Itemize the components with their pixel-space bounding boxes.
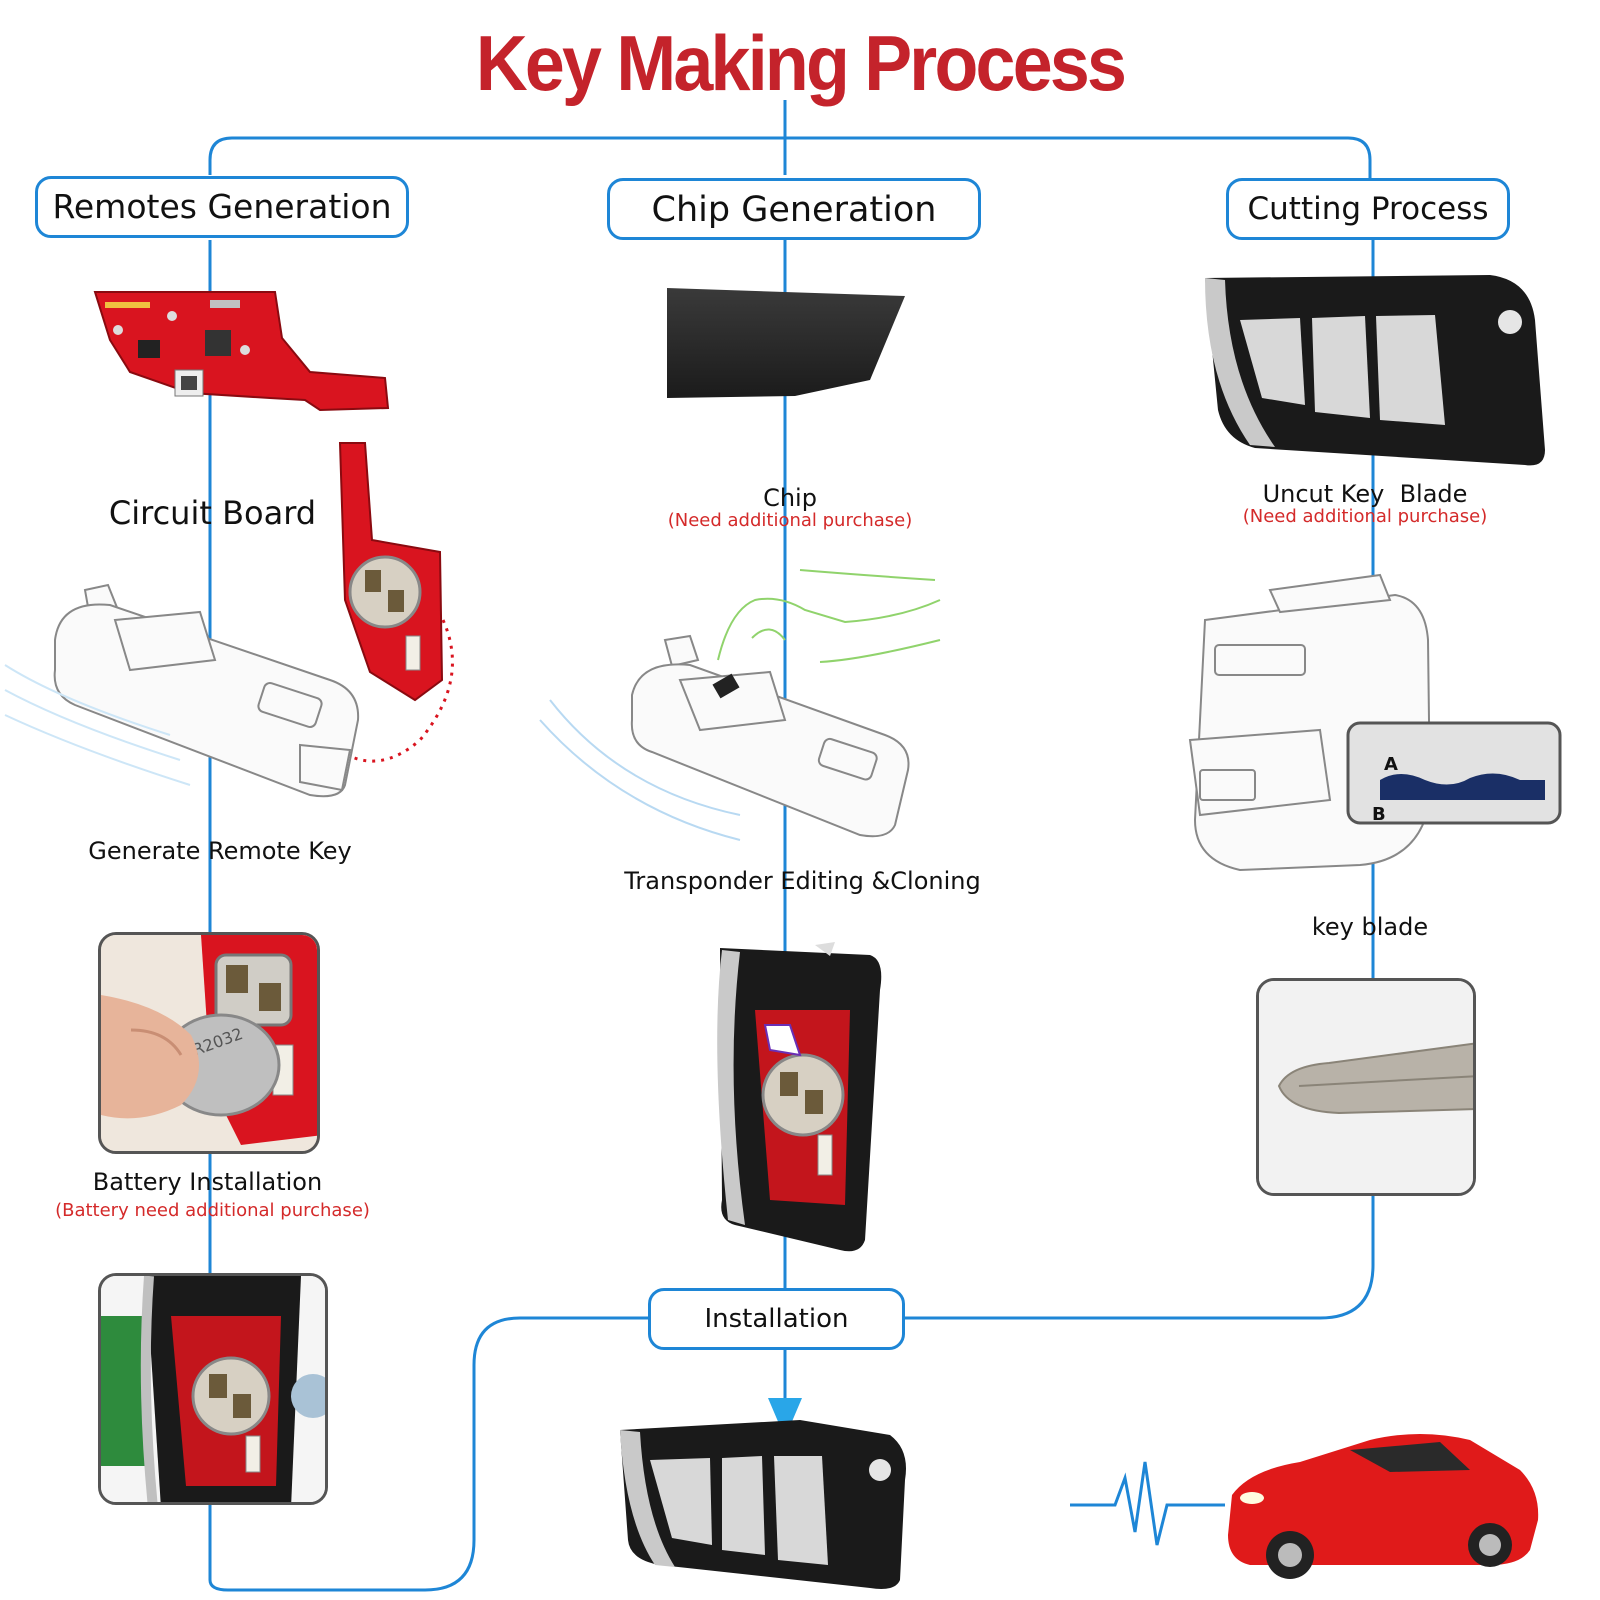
chip-purchase-note: (Need additional purchase) <box>667 510 913 531</box>
cutting-heading-text: Cutting Process <box>1247 191 1489 227</box>
battery-purchase-note: (Battery need additional purchase) <box>55 1200 370 1221</box>
transponder-label: Transponder Editing &Cloning <box>624 867 981 895</box>
page-title: Key Making Process <box>475 19 1127 107</box>
installation-label: Installation <box>704 1304 849 1334</box>
chip-heading-text: Chip Generation <box>651 190 937 230</box>
key-blade-label: key blade <box>1311 913 1429 941</box>
key-blade-icon <box>1259 981 1473 1193</box>
circuit-board-label: Circuit Board <box>108 494 317 532</box>
arrow-down-icon <box>768 1398 802 1438</box>
generate-remote-key-label: Generate Remote Key <box>88 837 352 865</box>
battery-installation-label: Battery Installation <box>92 1168 323 1196</box>
battery-installation-photo: CR2032 <box>98 932 320 1154</box>
cutting-process-heading: Cutting Process <box>1226 178 1510 240</box>
chip-label: Chip <box>763 484 817 512</box>
installation-node: Installation <box>648 1288 905 1350</box>
remotes-generation-heading: Remotes Generation <box>35 176 409 238</box>
remotes-heading-text: Remotes Generation <box>52 187 392 226</box>
key-blade-photo <box>1256 978 1476 1196</box>
chip-generation-heading: Chip Generation <box>607 178 981 240</box>
pulse-icon <box>1070 1461 1225 1546</box>
blade-purchase-note: (Need additional purchase) <box>1242 506 1488 527</box>
uncut-key-blade-label: Uncut Key Blade <box>1262 480 1468 508</box>
installed-remote-photo <box>98 1273 328 1505</box>
